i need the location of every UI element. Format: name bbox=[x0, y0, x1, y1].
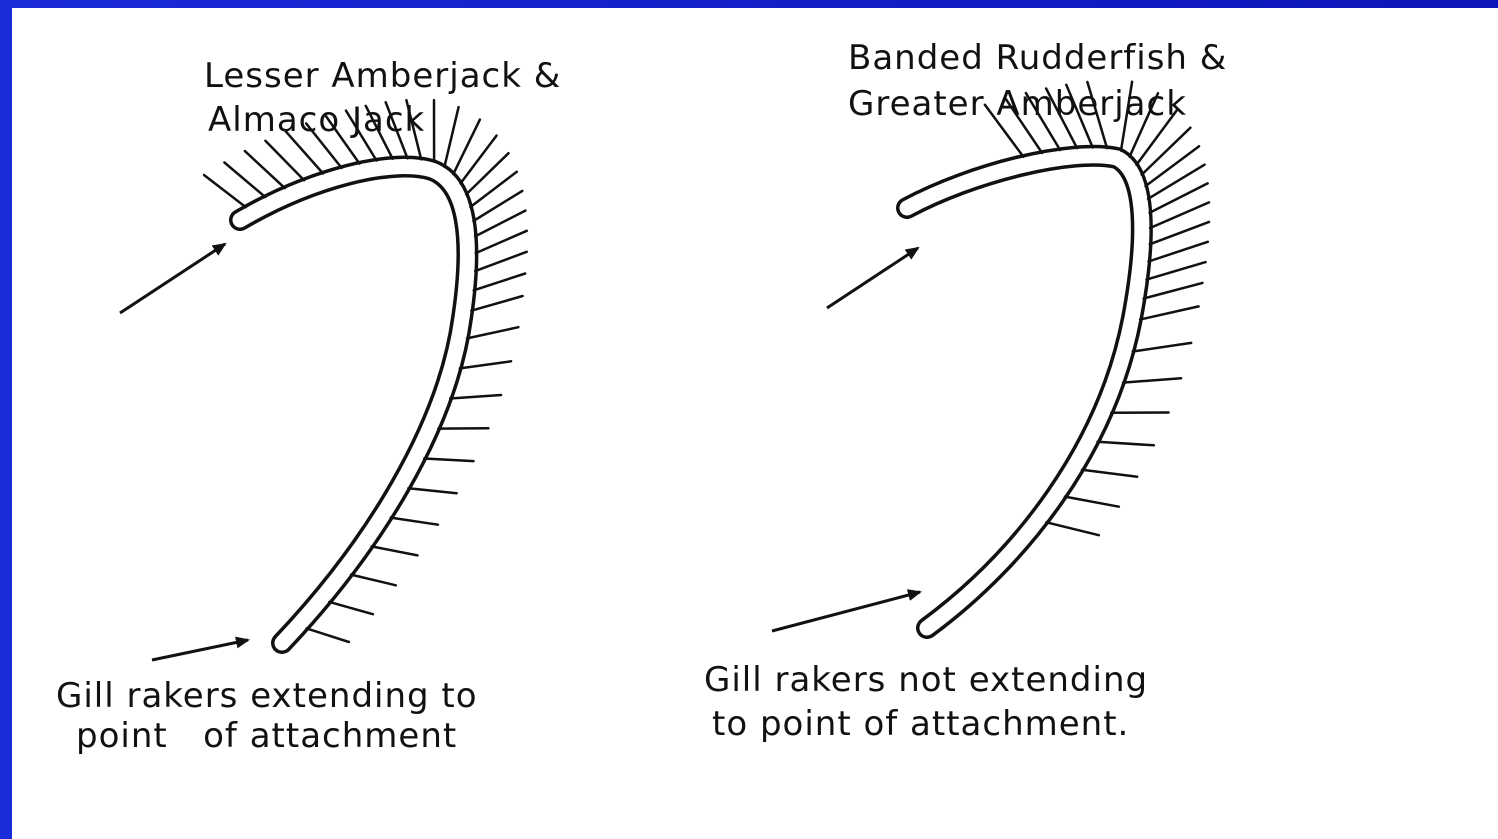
gill-raker bbox=[1148, 165, 1204, 199]
gill-raker bbox=[329, 602, 373, 614]
gill-raker bbox=[1098, 442, 1154, 446]
gill-raker bbox=[408, 488, 456, 493]
gill-raker bbox=[1133, 343, 1192, 352]
gill-raker bbox=[475, 252, 527, 271]
gill-raker bbox=[307, 628, 349, 642]
gill-raker bbox=[461, 136, 497, 184]
gill-raker bbox=[1146, 146, 1200, 186]
right-title-line1: Banded Rudderfish & bbox=[848, 36, 1227, 80]
right-upper-arrow bbox=[827, 248, 918, 308]
gill-raker bbox=[351, 575, 396, 586]
left-title-line1: Lesser Amberjack & bbox=[204, 54, 561, 98]
right-lower-arrow bbox=[772, 592, 920, 631]
right-title-line2: Greater Amberjack bbox=[848, 82, 1187, 126]
right-gill-arch bbox=[907, 156, 1142, 628]
gill-raker bbox=[391, 518, 438, 525]
gill-raker bbox=[1082, 470, 1137, 477]
gill-raker bbox=[224, 163, 265, 198]
gill-raker bbox=[1046, 522, 1098, 535]
right-caption-line1: Gill rakers not extending bbox=[704, 658, 1148, 702]
gill-raker bbox=[204, 175, 246, 207]
gill-raker bbox=[470, 172, 516, 207]
gill-raker bbox=[444, 107, 458, 167]
gill-raker bbox=[1142, 128, 1191, 175]
gill-raker bbox=[1144, 283, 1203, 299]
gill-raker bbox=[460, 361, 511, 368]
gill-raker bbox=[1149, 242, 1208, 262]
gill-raker bbox=[471, 296, 522, 311]
gill-raker bbox=[1147, 262, 1206, 280]
left-gill-arch bbox=[240, 167, 467, 643]
left-caption-line1: Gill rakers extending to bbox=[56, 674, 478, 718]
left-caption-line2: point of attachment bbox=[76, 714, 457, 758]
gill-raker bbox=[1140, 306, 1199, 319]
gill-raker bbox=[466, 153, 508, 194]
gill-raker bbox=[467, 327, 518, 338]
gill-raker bbox=[1065, 497, 1119, 507]
right-caption-line2: to point of attachment. bbox=[712, 702, 1129, 746]
gill-raker bbox=[453, 120, 480, 175]
left-title-line2: Almaco Jack bbox=[208, 98, 425, 142]
gill-raker bbox=[1123, 378, 1181, 382]
gill-raker bbox=[476, 231, 527, 253]
slide: Lesser Amberjack & Almaco Jack Gill rake… bbox=[12, 8, 1498, 839]
gill-raker bbox=[245, 151, 285, 188]
gill-raker bbox=[450, 395, 501, 399]
left-upper-arrow bbox=[120, 244, 225, 313]
left-lower-arrow bbox=[152, 640, 248, 660]
gill-raker bbox=[372, 546, 418, 555]
gill-raker bbox=[474, 274, 526, 291]
gill-raker bbox=[1150, 183, 1208, 212]
gill-raker bbox=[424, 459, 473, 462]
